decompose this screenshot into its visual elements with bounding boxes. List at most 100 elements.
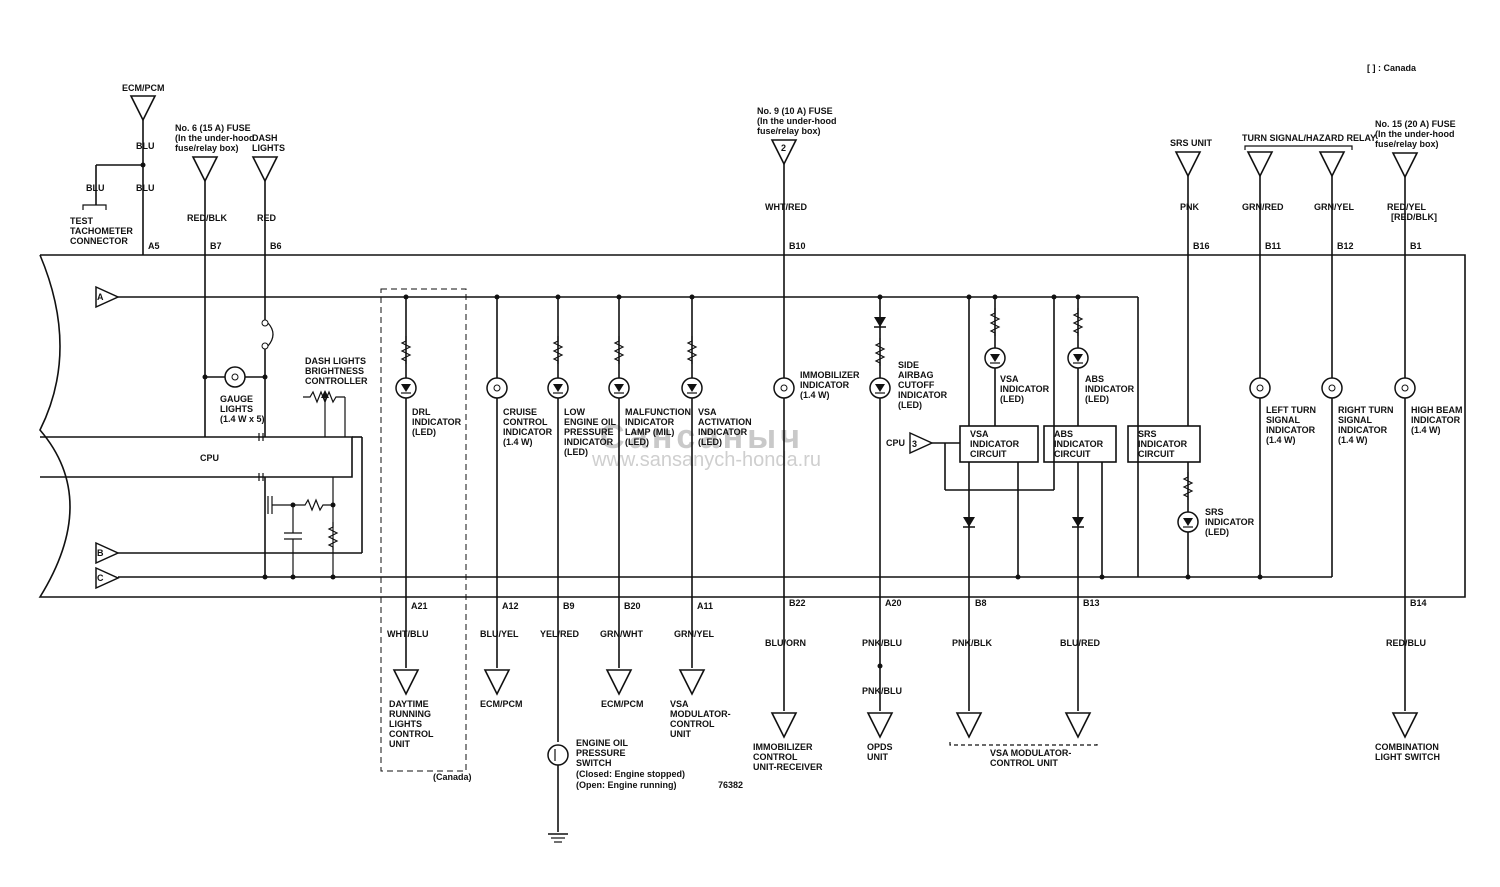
srs-circuit-2: INDICATOR xyxy=(1138,439,1188,449)
ecm-pcm-connector-icon xyxy=(130,95,156,121)
right-turn-3: INDICATOR xyxy=(1338,425,1388,435)
ecm2-connector-icon xyxy=(606,669,632,695)
wire-blu-red: BLU/RED xyxy=(1060,638,1100,648)
drl-unit-2: RUNNING xyxy=(389,709,431,719)
drl-label-2: INDICATOR xyxy=(412,417,462,427)
vsa-mod1-3: CONTROL xyxy=(670,719,715,729)
vsa-ind-label-1: VSA xyxy=(1000,374,1019,384)
watermark-line2: www.sansanych-honda.ru xyxy=(591,449,821,471)
srs-ind-label-2: INDICATOR xyxy=(1205,517,1255,527)
vsa-act-label-4: (LED) xyxy=(698,437,722,447)
dash-brightness-label-2: BRIGHTNESS xyxy=(305,366,364,376)
drl-unit-4: CONTROL xyxy=(389,729,434,739)
cruise-label-2: CONTROL xyxy=(503,417,548,427)
oil-label-5: (LED) xyxy=(564,447,588,457)
mil-led-icon xyxy=(608,377,630,399)
fuse15-connector-icon xyxy=(1392,152,1418,178)
oil-switch-2: PRESSURE xyxy=(576,748,626,758)
oil-switch-3: SWITCH xyxy=(576,758,612,768)
wire-pnk-blk: PNK/BLK xyxy=(952,638,992,648)
wire-blu-orn: BLU/ORN xyxy=(765,638,806,648)
wire-blu-3: BLU xyxy=(86,183,105,193)
wire-pnk-blu-1: PNK/BLU xyxy=(862,638,902,648)
pin-a5: A5 xyxy=(148,241,160,251)
canada-note: (Canada) xyxy=(433,772,472,782)
srs-ind-label-1: SRS xyxy=(1205,507,1224,517)
immob-label-3: (1.4 W) xyxy=(800,390,830,400)
vsa-mod1-4: UNIT xyxy=(670,729,691,739)
test-tach-label-3: CONNECTOR xyxy=(70,236,128,246)
fuse6-label-3: fuse/relay box) xyxy=(175,143,239,153)
abs-ind-label-3: (LED) xyxy=(1085,394,1109,404)
pin-b14: B14 xyxy=(1410,598,1427,608)
airbag-label-1: SIDE xyxy=(898,360,919,370)
abs-ind-label-1: ABS xyxy=(1085,374,1104,384)
wire-grn-yel-top: GRN/YEL xyxy=(1314,202,1355,212)
vsa-circuit-1: VSA xyxy=(970,429,989,439)
drl-led-icon xyxy=(395,377,417,399)
fuse6-connector-icon xyxy=(192,156,218,182)
vsa-mod1-1: VSA xyxy=(670,699,689,709)
drl-unit-1: DAYTIME xyxy=(389,699,429,709)
abs-circuit-1: ABS xyxy=(1054,429,1073,439)
pin-b-label: B xyxy=(97,548,104,558)
dash-brightness-label-3: CONTROLLER xyxy=(305,376,368,386)
wire-yel-red: YEL/RED xyxy=(540,629,580,639)
drl-label-1: DRL xyxy=(412,407,431,417)
dash-lights-connector-icon xyxy=(252,156,278,182)
pin-a21: A21 xyxy=(411,601,428,611)
right-turn-bulb-icon xyxy=(1321,377,1343,399)
abs-diode-icon xyxy=(1071,516,1085,528)
wire-grn-red: GRN/RED xyxy=(1242,202,1284,212)
pin-b1: B1 xyxy=(1410,241,1422,251)
fuse15-label-2: (In the under-hood xyxy=(1375,129,1454,139)
airbag-label-2: AIRBAG xyxy=(898,370,934,380)
high-beam-1: HIGH BEAM xyxy=(1411,405,1463,415)
srs-circuit-3: CIRCUIT xyxy=(1138,449,1175,459)
oil-switch-5: (Open: Engine running) xyxy=(576,780,677,790)
srs-circuit-1: SRS xyxy=(1138,429,1157,439)
gauge-lights-label-1: GAUGE xyxy=(220,394,253,404)
srs-indicator-circuit xyxy=(1127,425,1201,463)
combo-switch-2: LIGHT SWITCH xyxy=(1375,752,1440,762)
fuse9-label-3: fuse/relay box) xyxy=(757,126,821,136)
pin-c-label: C xyxy=(97,573,104,583)
left-turn-4: (1.4 W) xyxy=(1266,435,1296,445)
airbag-label-4: INDICATOR xyxy=(898,390,948,400)
cruise-label-1: CRUISE xyxy=(503,407,537,417)
vsa-led-icon xyxy=(984,347,1006,369)
mil-label-1: MALFUNCTION xyxy=(625,407,691,417)
pin-a20: A20 xyxy=(885,598,902,608)
ecm-pcm-top-label: ECM/PCM xyxy=(122,83,165,93)
oil-label-3: PRESSURE xyxy=(564,427,614,437)
vsa-diode-icon xyxy=(962,516,976,528)
pin-b7: B7 xyxy=(210,241,222,251)
fuse6-label-1: No. 6 (15 A) FUSE xyxy=(175,123,251,133)
dash-lights-label-1: DASH xyxy=(252,133,278,143)
canada-legend: [ ] : Canada xyxy=(1367,63,1417,73)
pin-b11: B11 xyxy=(1265,241,1281,251)
turn-relay-label: TURN SIGNAL/HAZARD RELAY xyxy=(1242,133,1376,143)
vsa-indicator-circuit xyxy=(959,425,1039,463)
left-turn-2: SIGNAL xyxy=(1266,415,1301,425)
pin-b20: B20 xyxy=(624,601,641,611)
vsa-act-label-3: INDICATOR xyxy=(698,427,748,437)
immobilizer-bulb-icon xyxy=(773,377,795,399)
high-beam-3: (1.4 W) xyxy=(1411,425,1441,435)
wire-wht-red: WHT/RED xyxy=(765,202,807,212)
abs-circuit-3: CIRCUIT xyxy=(1054,449,1091,459)
fuse15-label-3: fuse/relay box) xyxy=(1375,139,1439,149)
dash-brightness-label-1: DASH LIGHTS xyxy=(305,356,366,366)
vsa-mod2a-connector-icon xyxy=(956,712,982,738)
pin-a12: A12 xyxy=(502,601,519,611)
connector-b-icon xyxy=(95,541,120,565)
dash-lights-label-2: LIGHTS xyxy=(252,143,285,153)
wire-grn-wht: GRN/WHT xyxy=(600,629,643,639)
immob-label-1: IMMOBILIZER xyxy=(800,370,860,380)
airbag-label-3: CUTOFF xyxy=(898,380,935,390)
gauge-lights-label-2: LIGHTS xyxy=(220,404,253,414)
wire-blu-1: BLU xyxy=(136,141,155,151)
gauge-lights-label-3: (1.4 W x 5) xyxy=(220,414,265,424)
cpu-label: CPU xyxy=(200,453,219,463)
vsa-activation-led-icon xyxy=(681,377,703,399)
